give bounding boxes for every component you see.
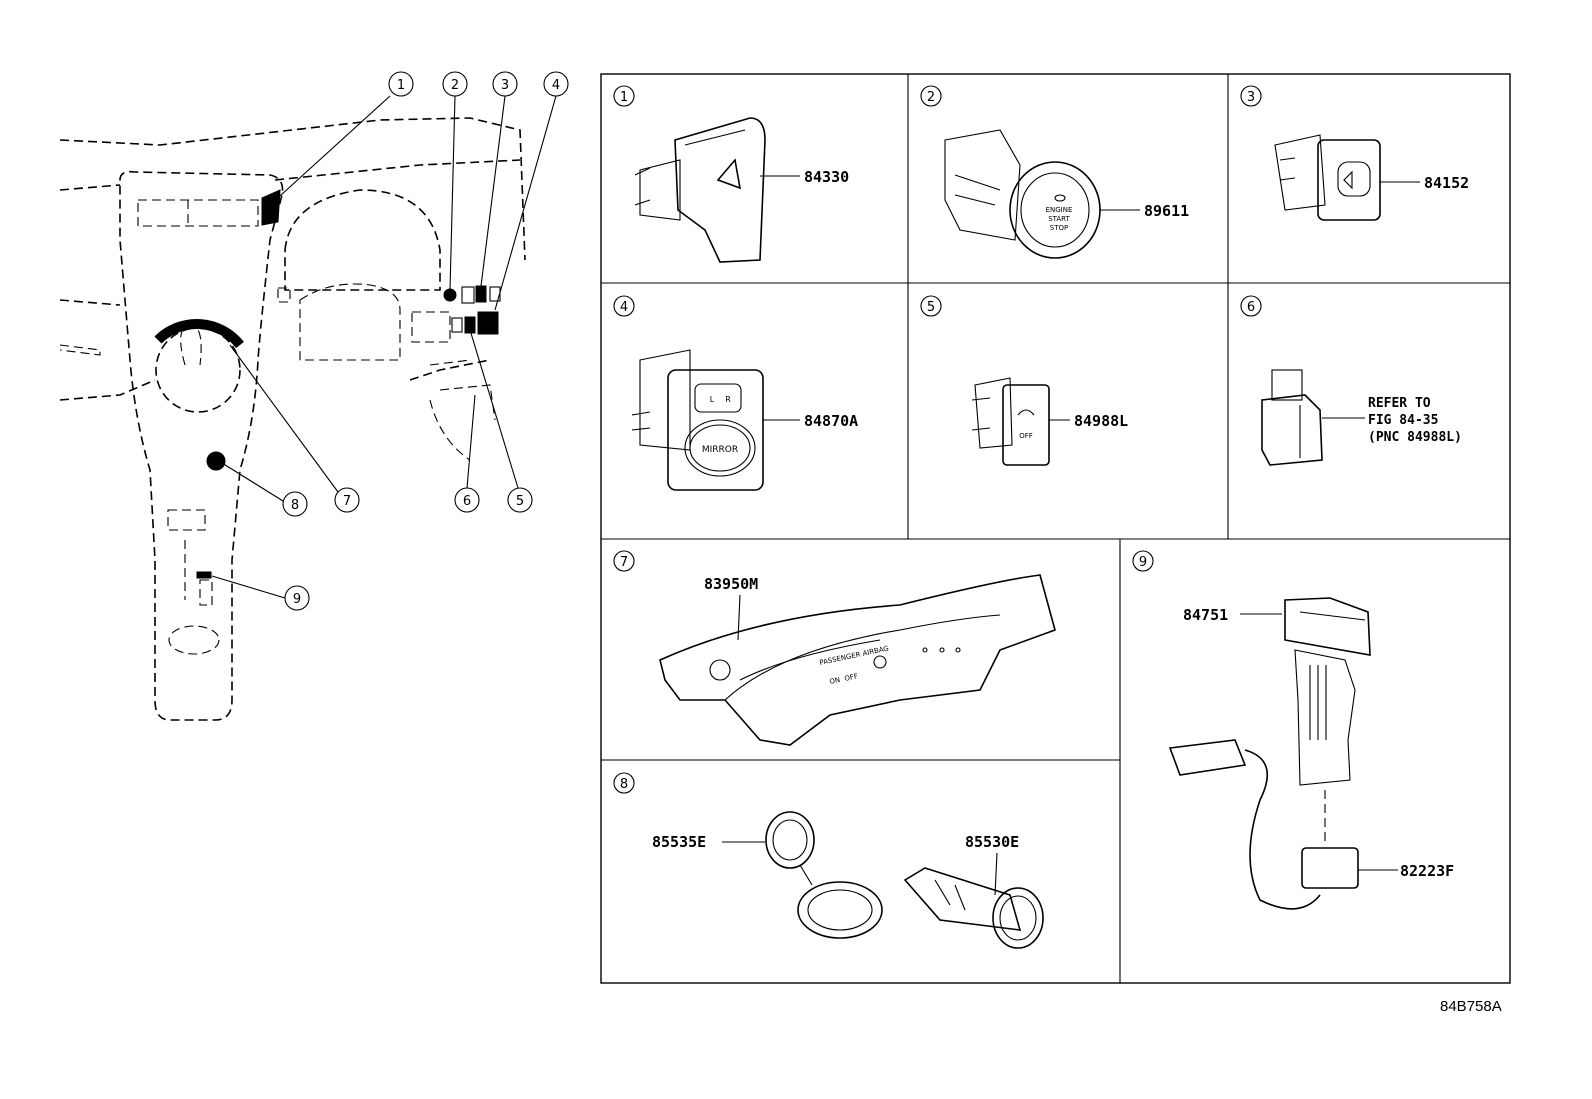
svg-text:8: 8 [291,498,299,513]
part-number-84330: 84330 [804,168,849,186]
callout-1: 1 [388,71,414,97]
svg-text:1: 1 [397,78,405,93]
panel-1: 1 84330 [613,85,849,263]
svg-text:6: 6 [1247,300,1255,315]
mirror-switch-84870A: L R MIRROR [631,349,764,491]
svg-text:ON: ON [829,676,841,686]
panel-2: 2 ENGINE START STOP 89611 [920,85,1189,259]
part-number-84870A: 84870A [804,412,858,430]
hazard-switch-84330 [634,117,766,263]
svg-text:STOP: STOP [1050,224,1068,232]
callout-9: 9 [284,585,310,611]
part-number-85535E: 85535E [652,833,706,851]
svg-text:3: 3 [1247,90,1255,105]
svg-text:8: 8 [620,777,628,792]
callout-2: 2 [442,71,468,97]
svg-text:1: 1 [620,90,628,105]
panel-3: 3 84152 [1240,85,1469,221]
svg-text:4: 4 [552,78,560,93]
svg-text:ENGINE: ENGINE [1046,206,1073,214]
panel-4: 4 L R MIRROR 84870A [613,295,858,491]
svg-text:9: 9 [1139,555,1147,570]
socket-85535E [765,811,883,939]
svg-text:2: 2 [927,90,935,105]
socket-85530E [903,867,1044,949]
callout-8: 8 [282,491,308,517]
part-number-84751: 84751 [1183,606,1228,624]
parts-grid: 1 84330 2 ENGINE START [600,73,1511,984]
callout-6: 6 [454,487,480,513]
svg-text:2: 2 [451,78,459,93]
figure-id: 84B758A [1440,998,1502,1015]
svg-text:START: START [1048,215,1070,223]
part-number-83950M: 83950M [704,575,758,593]
svg-text:OFF: OFF [844,672,859,683]
svg-text:5: 5 [516,494,524,509]
svg-text:3: 3 [501,78,509,93]
callout-3: 3 [492,71,518,97]
svg-text:R: R [725,395,731,404]
panel-8: 8 85535E 85530E [613,772,1044,949]
panel-6: 6 REFER TO FIG 84-35 (PNC 84988L) [1240,295,1462,466]
callout-7: 7 [334,487,360,513]
part-number-84988L: 84988L [1074,412,1128,430]
panel-9: 9 84751 82223F [1132,550,1454,910]
harness-82223F [1168,739,1359,910]
svg-text:L: L [710,395,715,404]
part-number-85530E: 85530E [965,833,1019,851]
switch-blank-84988L [1261,369,1323,466]
refer-note-line-3: (PNC 84988L) [1368,430,1462,445]
svg-text:5: 5 [927,300,935,315]
part-number-84152: 84152 [1424,174,1469,192]
svg-text:OFF: OFF [1019,432,1033,440]
switch-84751 [1284,597,1371,786]
svg-text:MIRROR: MIRROR [702,445,738,455]
svg-text:4: 4 [620,300,628,315]
part-number-89611: 89611 [1144,202,1189,220]
switch-84988L: OFF [971,377,1050,466]
switch-84152 [1274,134,1381,221]
refer-note-line-2: FIG 84-35 [1368,413,1438,428]
callout-4: 4 [543,71,569,97]
panel-7: 7 83950M PASSENGER AIRBAG ON OFF [613,550,1056,746]
svg-text:7: 7 [343,494,351,509]
callout-5: 5 [507,487,533,513]
svg-text:7: 7 [620,555,628,570]
svg-text:9: 9 [293,592,301,607]
refer-note-line-1: REFER TO [1368,396,1431,411]
dashboard-overview: 1 2 3 4 5 6 7 8 9 [59,71,569,721]
part-number-82223F: 82223F [1400,862,1454,880]
panel-5: 5 OFF 84988L [920,295,1128,466]
svg-text:6: 6 [463,494,471,509]
